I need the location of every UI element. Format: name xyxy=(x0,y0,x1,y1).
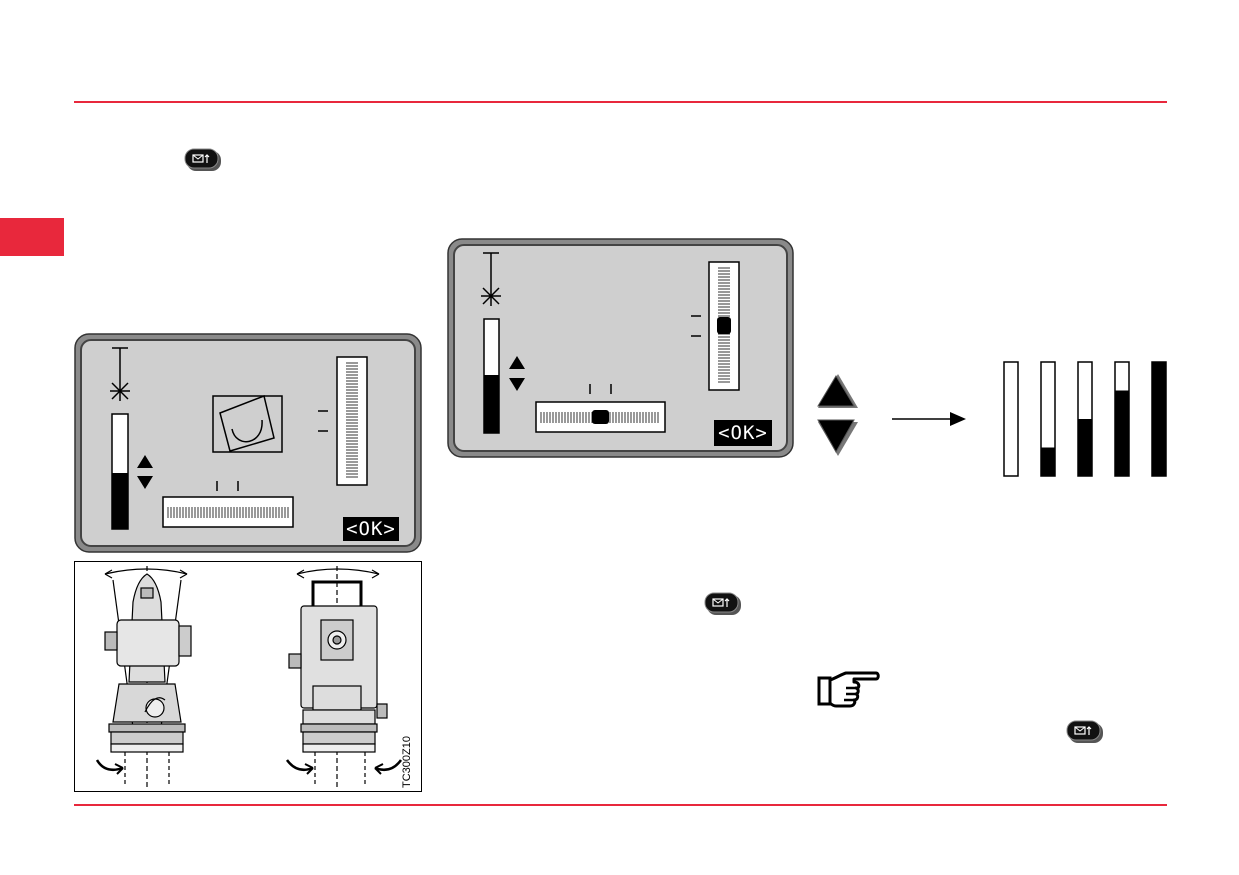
chapter-tab xyxy=(0,218,64,256)
level-key-icon[interactable] xyxy=(1066,720,1104,744)
arrow-right-icon xyxy=(892,412,966,426)
intensity-levels xyxy=(1003,361,1167,477)
intensity-level-fill xyxy=(1078,419,1092,476)
triangle-up-key-icon[interactable] xyxy=(816,372,860,412)
instrument-figure: TC300Z10 xyxy=(74,561,422,792)
intensity-level-fill xyxy=(1152,362,1166,476)
level-display-left: <OK> xyxy=(74,333,422,553)
triangle-down-key-icon[interactable] xyxy=(816,418,860,458)
figure-code: TC300Z10 xyxy=(401,736,413,788)
pointing-hand-icon xyxy=(817,671,880,708)
ok-softkey[interactable]: <OK> xyxy=(714,420,772,446)
level-key-icon[interactable] xyxy=(184,148,222,172)
level-display-right: <OK> xyxy=(447,238,795,458)
header-rule xyxy=(74,101,1167,103)
intensity-level-fill xyxy=(1041,447,1055,476)
intensity-level-fill xyxy=(1115,390,1129,476)
intensity-level-bar xyxy=(1003,361,1019,477)
level-key-icon[interactable] xyxy=(704,592,742,616)
footer-rule xyxy=(74,804,1167,806)
ok-softkey[interactable]: <OK> xyxy=(343,517,399,541)
